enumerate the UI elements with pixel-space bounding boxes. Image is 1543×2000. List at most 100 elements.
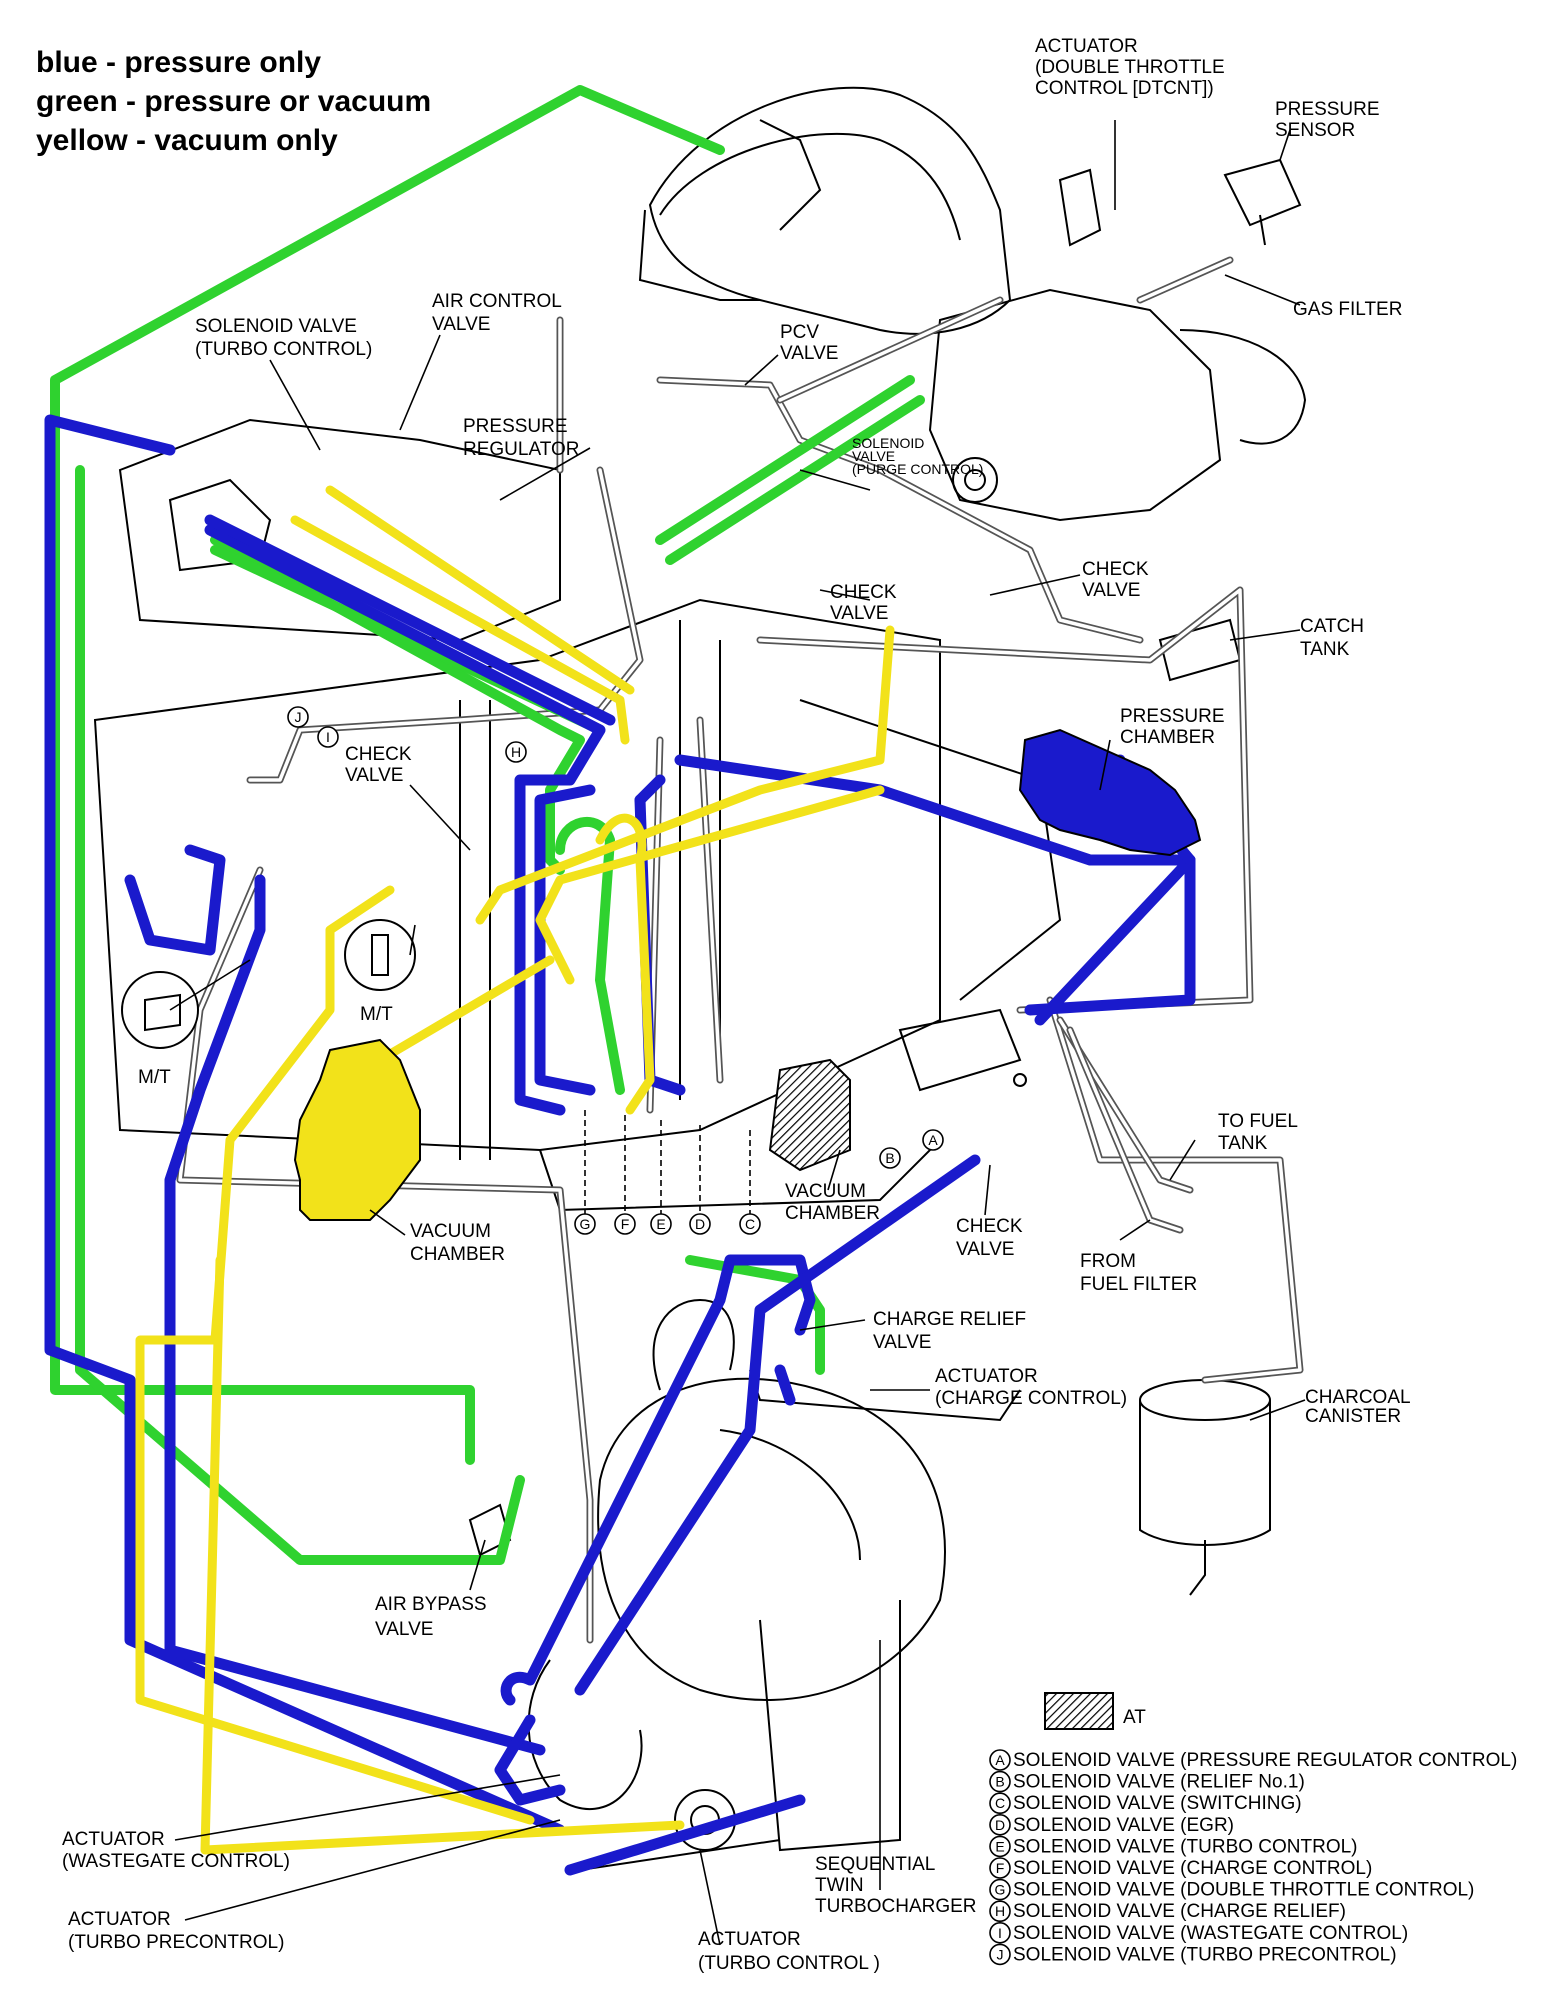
component-shapes bbox=[121, 728, 1202, 1730]
svg-text:J: J bbox=[997, 1946, 1004, 1962]
svg-text:E: E bbox=[995, 1838, 1004, 1854]
svg-text:D: D bbox=[995, 1817, 1005, 1833]
valve-letter-c: C bbox=[739, 1213, 761, 1235]
svg-text:F: F bbox=[621, 1216, 630, 1232]
legend-item-j: SOLENOID VALVE (TURBO PRECONTROL) bbox=[1013, 1944, 1397, 1965]
label-gas-filter: GAS FILTER bbox=[1293, 299, 1402, 320]
valve-letter-a: A bbox=[922, 1129, 944, 1151]
label-mt-center: M/T bbox=[360, 1004, 393, 1025]
legend-bubble-a: A bbox=[989, 1749, 1011, 1771]
svg-text:C: C bbox=[995, 1795, 1005, 1811]
svg-text:J: J bbox=[295, 709, 302, 725]
green-hoses bbox=[50, 85, 925, 1565]
legend-bubble-j: J bbox=[989, 1943, 1011, 1966]
legend-bubble-d: D bbox=[989, 1814, 1011, 1836]
legend-item-e: SOLENOID VALVE (TURBO CONTROL) bbox=[1013, 1836, 1358, 1857]
legend-bubble-c: C bbox=[989, 1792, 1011, 1814]
valve-letter-g: G bbox=[574, 1213, 596, 1235]
svg-text:H: H bbox=[511, 744, 521, 760]
yellow-hoses bbox=[135, 485, 895, 1855]
svg-text:I: I bbox=[998, 1925, 1002, 1941]
valve-letter-j: J bbox=[287, 706, 309, 728]
mt-inset-left bbox=[121, 971, 199, 1049]
svg-text:A: A bbox=[995, 1752, 1005, 1768]
svg-text:G: G bbox=[580, 1216, 591, 1232]
legend-item-f: SOLENOID VALVE (CHARGE CONTROL) bbox=[1013, 1858, 1372, 1879]
legend-bubble-e: E bbox=[989, 1835, 1011, 1858]
legend-bubble-g: G bbox=[989, 1878, 1011, 1901]
valve-letter-i: I bbox=[317, 726, 339, 748]
legend-item-d: SOLENOID VALVE (EGR) bbox=[1013, 1815, 1234, 1836]
valve-letters-right: BA bbox=[879, 1129, 944, 1169]
mt-inset-center bbox=[344, 919, 416, 991]
svg-text:B: B bbox=[995, 1774, 1004, 1790]
svg-text:H: H bbox=[995, 1903, 1005, 1919]
svg-text:C: C bbox=[745, 1216, 755, 1232]
svg-text:G: G bbox=[995, 1882, 1006, 1898]
solenoid-legend: A SOLENOID VALVE (PRESSURE REGULATOR CONT… bbox=[989, 1749, 1517, 1966]
color-key-yellow: yellow - vacuum only bbox=[36, 124, 338, 157]
leader-lines bbox=[169, 120, 1306, 1946]
valve-letter-b: B bbox=[879, 1147, 901, 1169]
label-solenoid-turbo: SOLENOID VALVE(TURBO CONTROL) bbox=[195, 316, 372, 360]
at-legend-swatch bbox=[1044, 1692, 1114, 1730]
svg-text:I: I bbox=[326, 729, 330, 745]
legend-bubble-f: F bbox=[989, 1857, 1011, 1879]
label-actuator-turbo: ACTUATOR(TURBO CONTROL ) bbox=[698, 1929, 880, 1974]
legend-bubble-h: H bbox=[989, 1900, 1011, 1922]
vacuum-chamber-gray-shape bbox=[768, 1058, 851, 1172]
color-key-blue: blue - pressure only bbox=[36, 46, 321, 79]
color-key-green: green - pressure or vacuum bbox=[36, 85, 431, 118]
legend-item-g: SOLENOID VALVE (DOUBLE THROTTLE CONTROL) bbox=[1013, 1880, 1474, 1901]
legend-item-a: SOLENOID VALVE (PRESSURE REGULATOR CONTR… bbox=[1013, 1750, 1517, 1771]
label-mt-left: M/T bbox=[138, 1067, 171, 1088]
legend-item-c: SOLENOID VALVE (SWITCHING) bbox=[1013, 1793, 1302, 1814]
valve-letters-top: J I H bbox=[287, 706, 527, 763]
svg-text:D: D bbox=[695, 1216, 705, 1232]
valve-letter-f: F bbox=[614, 1213, 636, 1235]
pressure-chamber-shape bbox=[1018, 728, 1202, 857]
label-actuator-wastegate: ACTUATOR(WASTEGATE CONTROL) bbox=[62, 1829, 290, 1872]
svg-text:A: A bbox=[928, 1132, 938, 1148]
blue-hoses bbox=[44, 414, 1196, 1876]
svg-text:F: F bbox=[996, 1860, 1005, 1876]
valve-letter-e: E bbox=[650, 1213, 672, 1235]
svg-text:B: B bbox=[885, 1150, 894, 1166]
legend-bubble-b: B bbox=[989, 1770, 1011, 1793]
legend-item-i: SOLENOID VALVE (WASTEGATE CONTROL) bbox=[1013, 1923, 1408, 1944]
valve-letter-d: D bbox=[689, 1213, 711, 1235]
legend-bubble-i: I bbox=[989, 1922, 1011, 1944]
color-key: blue - pressure only green - pressure or… bbox=[36, 46, 431, 157]
svg-text:E: E bbox=[656, 1216, 665, 1232]
valve-letter-h: H bbox=[505, 741, 527, 763]
label-actuator-charge: ACTUATOR(CHARGE CONTROL) bbox=[935, 1366, 1127, 1409]
legend-item-h: SOLENOID VALVE (CHARGE RELIEF) bbox=[1013, 1901, 1346, 1922]
label-at: AT bbox=[1123, 1707, 1146, 1728]
engine-line-art bbox=[93, 86, 1307, 1871]
legend-item-b: SOLENOID VALVE (RELIEF No.1) bbox=[1013, 1772, 1305, 1793]
label-actuator-precontrol: ACTUATOR(TURBO PRECONTROL) bbox=[68, 1909, 284, 1953]
